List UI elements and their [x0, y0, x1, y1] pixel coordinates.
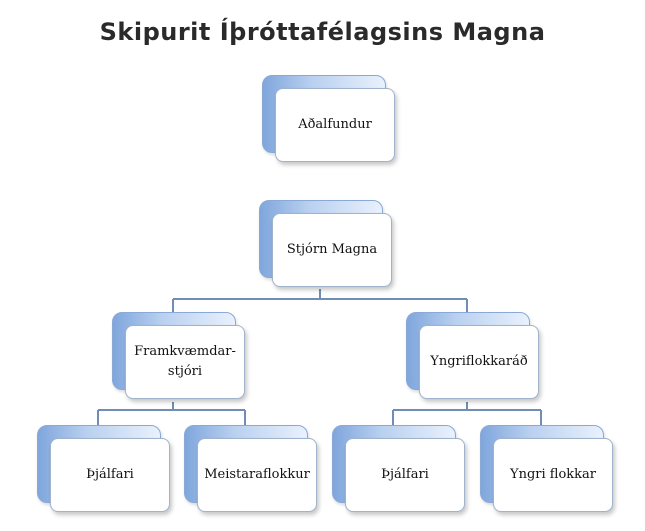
connector-stjorn-children — [172, 289, 468, 312]
node-label: Framkvæmdar- stjóri — [125, 325, 245, 399]
node-label: Stjórn Magna — [272, 213, 392, 287]
connector-yngriflokkarad-children — [392, 402, 542, 425]
node-label: Þjálfari — [345, 438, 465, 512]
page-title: Skipurit Íþróttafélagsins Magna — [99, 18, 546, 46]
node-label: Meistaraflokkur — [197, 438, 317, 512]
node-label: Aðalfundur — [275, 88, 395, 162]
node-label: Yngri flokkar — [493, 438, 613, 512]
node-label: Þjálfari — [50, 438, 170, 512]
node-label: Yngriflokkaráð — [419, 325, 539, 399]
connector-framkvaemdarstjori-children — [97, 402, 246, 425]
